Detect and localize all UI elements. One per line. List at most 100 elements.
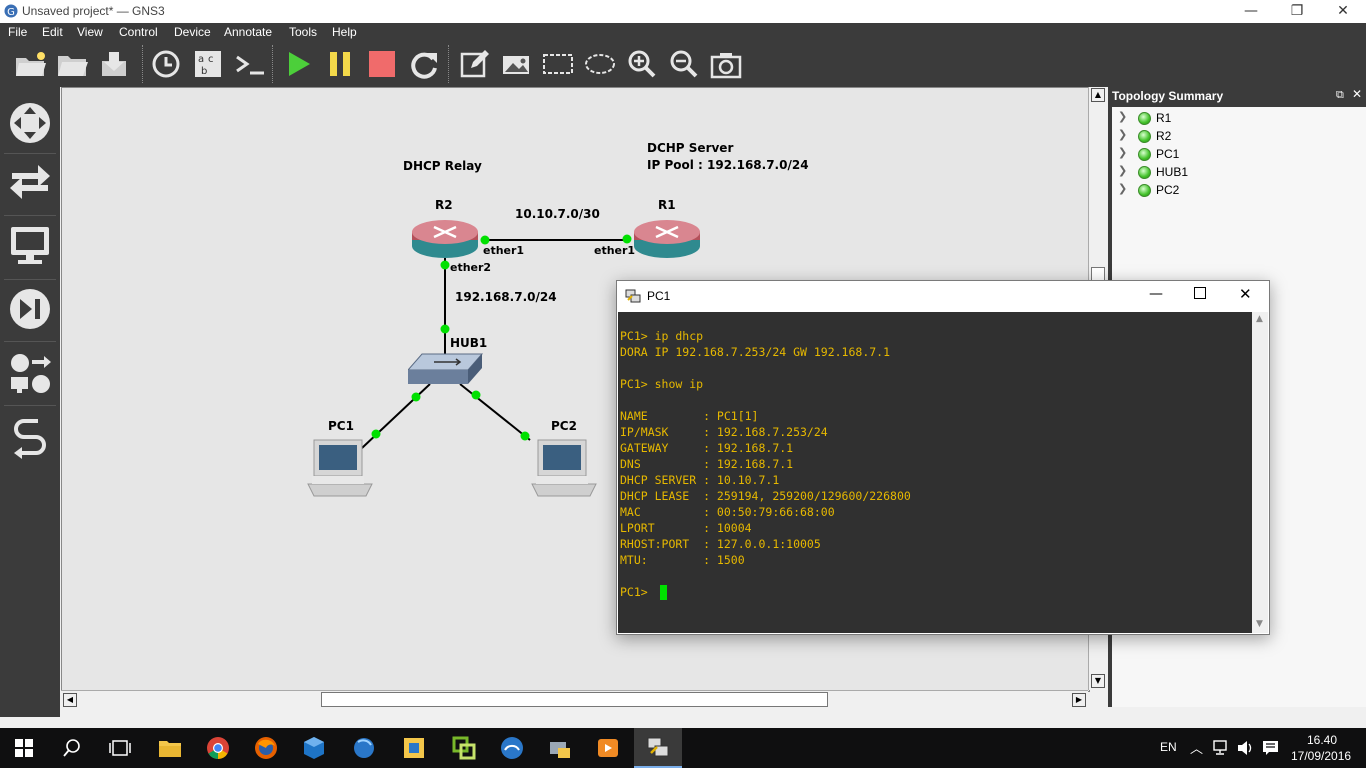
taskbar-file-explorer[interactable] <box>146 728 194 768</box>
save-project-button[interactable] <box>96 46 132 82</box>
menu-edit[interactable]: Edit <box>42 25 63 39</box>
browse-routers-button[interactable] <box>6 99 54 147</box>
menu-device[interactable]: Device <box>174 25 211 39</box>
hub1-icon[interactable] <box>408 352 484 388</box>
scroll-up-icon[interactable]: ▲ <box>1256 314 1263 324</box>
menu-file[interactable]: File <box>8 25 28 39</box>
summary-item-r1[interactable]: ❯ R1 <box>1112 109 1352 127</box>
stop-icon <box>369 51 395 77</box>
zoom-in-button[interactable] <box>624 46 660 82</box>
menu-annotate[interactable]: Annotate <box>224 25 273 39</box>
vertical-scroll-thumb[interactable] <box>1091 267 1105 281</box>
start-all-button[interactable] <box>280 46 316 82</box>
pc1-console-window[interactable]: PC1 — ✕ PC1> ip dhcp DORA IP 192.168.7.2… <box>616 280 1270 635</box>
taskbar-app-blue[interactable] <box>340 728 388 768</box>
scroll-up-icon[interactable]: ▲ <box>1091 88 1105 102</box>
browse-all-devices-button[interactable] <box>6 349 54 397</box>
router-r2-icon[interactable] <box>410 216 480 262</box>
chevron-right-icon[interactable]: ❯ <box>1118 182 1128 195</box>
task-view-button[interactable] <box>96 728 144 768</box>
clock-time[interactable]: 16.40 <box>1307 733 1338 747</box>
add-link-button[interactable] <box>6 413 54 461</box>
volume-icon[interactable] <box>1236 740 1254 756</box>
chevron-right-icon[interactable]: ❯ <box>1118 128 1128 141</box>
draw-ellipse-button[interactable] <box>582 46 618 82</box>
panel-float-icon[interactable]: ⧉ <box>1336 88 1344 101</box>
link-hub1-pc2[interactable] <box>459 383 531 441</box>
console-terminal[interactable]: PC1> ip dhcp DORA IP 192.168.7.253/24 GW… <box>618 312 1252 633</box>
summary-item-hub1[interactable]: ❯ HUB1 <box>1112 163 1352 181</box>
taskbar-app-lock[interactable] <box>536 728 584 768</box>
start-button[interactable] <box>0 728 48 768</box>
console-close-button[interactable]: ✕ <box>1239 285 1252 303</box>
canvas-horizontal-scrollbar[interactable]: ◀ ▶ <box>61 690 1088 707</box>
language-indicator[interactable]: EN <box>1160 740 1177 754</box>
chevron-up-icon[interactable]: ︿ <box>1190 741 1204 756</box>
taskbar-chrome[interactable] <box>194 728 242 768</box>
console-scrollbar[interactable]: ▲ ▼ <box>1252 312 1268 633</box>
summary-item-pc2[interactable]: ❯ PC2 <box>1112 181 1352 199</box>
open-project-button[interactable] <box>54 46 90 82</box>
r2-ether1-label: ether1 <box>483 244 525 257</box>
chevron-right-icon[interactable]: ❯ <box>1118 164 1128 177</box>
zoom-in-icon <box>628 50 656 78</box>
summary-item-r2[interactable]: ❯ R2 <box>1112 127 1352 145</box>
router-r1-icon[interactable] <box>632 216 702 262</box>
status-green-icon <box>1138 112 1151 125</box>
taskbar-vmware[interactable] <box>440 728 488 768</box>
network-icon[interactable] <box>1213 740 1231 756</box>
taskbar-media-player[interactable] <box>584 728 632 768</box>
scroll-down-icon[interactable]: ▼ <box>1256 619 1263 629</box>
console-minimize-button[interactable]: — <box>1149 286 1163 302</box>
browse-switches-button[interactable] <box>6 159 54 207</box>
taskbar-virtualbox[interactable] <box>290 728 338 768</box>
horizontal-scroll-thumb[interactable] <box>321 692 828 707</box>
status-green-icon <box>1138 130 1151 143</box>
zoom-out-button[interactable] <box>666 46 702 82</box>
console-all-button[interactable] <box>232 46 268 82</box>
stop-all-button[interactable] <box>364 46 400 82</box>
menu-help[interactable]: Help <box>332 25 357 39</box>
menu-tools[interactable]: Tools <box>289 25 318 39</box>
add-note-button[interactable] <box>456 46 492 82</box>
pc2-icon[interactable] <box>530 438 598 500</box>
pause-all-button[interactable] <box>322 46 358 82</box>
close-button[interactable]: ✕ <box>1337 3 1349 19</box>
scroll-right-icon[interactable]: ▶ <box>1072 693 1086 707</box>
pc1-icon[interactable] <box>306 438 374 500</box>
taskbar-putty-active[interactable] <box>634 728 682 768</box>
terminal-line: PC1> ip dhcp <box>620 329 704 343</box>
search-button[interactable] <box>48 728 96 768</box>
taskbar-app-yellow[interactable] <box>390 728 438 768</box>
reload-all-button[interactable] <box>406 46 442 82</box>
scroll-down-icon[interactable]: ▼ <box>1091 674 1105 688</box>
dock-separator <box>4 405 56 406</box>
draw-rectangle-button[interactable] <box>540 46 576 82</box>
scroll-left-icon[interactable]: ◀ <box>63 693 77 707</box>
panel-close-icon[interactable]: ✕ <box>1352 87 1363 101</box>
console-maximize-button[interactable] <box>1194 287 1206 299</box>
notifications-icon[interactable] <box>1262 740 1280 756</box>
menu-view[interactable]: View <box>77 25 103 39</box>
snapshot-button[interactable] <box>148 46 184 82</box>
terminal-line: DHCP SERVER : 10.10.7.1 <box>620 473 780 487</box>
chevron-right-icon[interactable]: ❯ <box>1118 146 1128 159</box>
summary-item-pc1[interactable]: ❯ PC1 <box>1112 145 1352 163</box>
screenshot-button[interactable] <box>708 46 744 82</box>
new-project-button[interactable] <box>12 46 48 82</box>
taskbar-app-wifi[interactable] <box>488 728 536 768</box>
restore-button[interactable]: ❐ <box>1290 3 1304 19</box>
windows-taskbar: EN ︿ 16.40 17/09/2016 <box>0 728 1366 768</box>
task-view-icon <box>109 740 131 756</box>
insert-picture-button[interactable] <box>498 46 534 82</box>
minimize-button[interactable]: — <box>1244 3 1258 19</box>
browse-security-devices-button[interactable] <box>6 285 54 333</box>
taskbar-firefox[interactable] <box>242 728 290 768</box>
browse-end-devices-button[interactable] <box>6 221 54 269</box>
menu-control[interactable]: Control <box>119 25 158 39</box>
clock-date[interactable]: 17/09/2016 <box>1291 749 1352 763</box>
console-title-bar[interactable]: PC1 — ✕ <box>617 281 1269 311</box>
chevron-right-icon[interactable]: ❯ <box>1118 110 1128 123</box>
